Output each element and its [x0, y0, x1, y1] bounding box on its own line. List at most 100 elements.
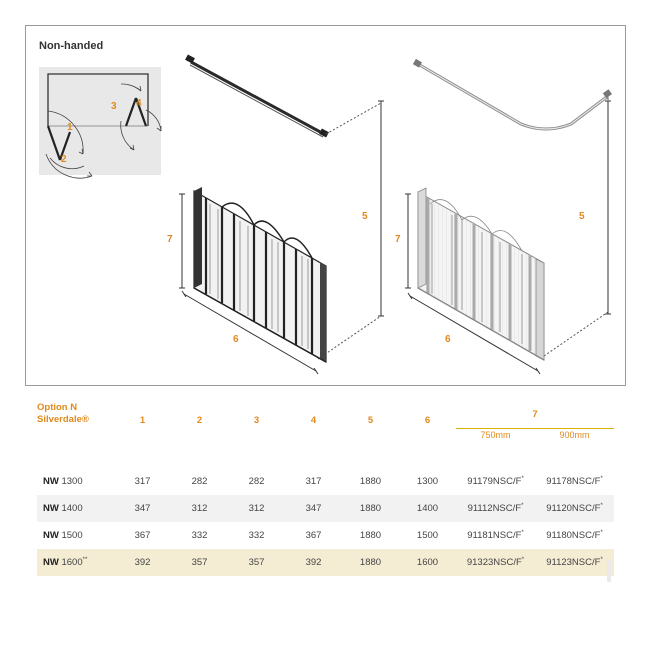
table-row: NW 1300 317 282 282 317 1880 1300 91179N…: [37, 468, 614, 495]
dim-6-cell: 1600: [399, 549, 456, 576]
code-900-cell: 91120NSC/F*: [535, 495, 615, 522]
code-footnote: *: [521, 475, 524, 482]
dim-3-cell: 357: [228, 549, 285, 576]
plan-label-1: 1: [67, 122, 73, 133]
spec-table: Option N Silverdale® 1 2 3 4 5 6 7 750mm…: [37, 400, 615, 576]
dim-1-cell: 392: [114, 549, 171, 576]
code-900: 91180NSC/F: [546, 530, 601, 542]
model-size: 1500: [61, 530, 83, 541]
option-header-line2: Silverdale®: [37, 414, 89, 425]
code-750: 91179NSC/F: [467, 476, 522, 488]
dimension-label-6-left: 6: [233, 334, 239, 345]
straight-shower-rail: [185, 54, 329, 138]
model-series: NW: [43, 530, 59, 541]
dimension-label-7-right: 7: [395, 234, 401, 245]
dim-2-cell: 357: [171, 549, 228, 576]
product-diagram: 1 2 3 4 5: [39, 54, 612, 375]
col-header-1: 1: [139, 415, 146, 426]
dim-4-cell: 347: [285, 495, 342, 522]
col-header-3: 3: [253, 415, 260, 426]
black-frame-assembly: 5: [167, 54, 384, 375]
dim-1-cell: 367: [134, 530, 151, 541]
code-footnote: *: [521, 529, 524, 536]
code-footnote: *: [521, 556, 525, 563]
dim-1-cell: 317: [134, 476, 151, 487]
col-header-7: 7: [456, 400, 615, 429]
dimension-label-7-left: 7: [167, 234, 173, 245]
code-750: 91181NSC/F: [467, 530, 522, 542]
dim-3-cell: 312: [228, 495, 285, 522]
code-900: 91123NSC/F: [546, 557, 601, 569]
option-header-line1: Option N: [37, 402, 78, 413]
white-frame-assembly: 5: [395, 58, 612, 375]
table-row: NW 1400 347 312 312 347 1880 1400 91112N…: [37, 495, 615, 522]
table-row: NW 1600** 392 357 357 392 1880 1600 9132…: [37, 549, 615, 576]
model-size: 1400: [61, 503, 83, 514]
code-900-cell: 91123NSC/F*: [535, 549, 615, 576]
dim-6-cell: 1300: [416, 476, 439, 487]
model-cell: NW 1500: [37, 522, 114, 549]
code-750-cell: 91112NSC/F*: [456, 495, 535, 522]
dim-5-cell: 1880: [359, 530, 382, 541]
dim-2-cell: 332: [191, 530, 208, 541]
dim-6-cell: 1400: [399, 495, 456, 522]
dim-3-cell: 282: [248, 476, 265, 487]
dimension-label-5-left: 5: [362, 211, 368, 222]
code-900: 91120NSC/F: [546, 503, 601, 515]
col-header-4: 4: [310, 415, 317, 426]
model-series: NW: [43, 503, 59, 514]
dimension-label-5-right: 5: [579, 211, 585, 222]
code-750-cell: 91323NSC/F*: [456, 549, 535, 576]
model-cell: NW 1400: [37, 495, 114, 522]
plan-view: 1 2 3 4: [39, 67, 162, 179]
code-900-cell: 91178NSC/F*: [535, 468, 614, 495]
code-footnote: *: [600, 556, 603, 563]
dimension-label-6-right: 6: [445, 334, 451, 345]
dim-5-cell: 1880: [342, 549, 399, 576]
dim-4-cell: 367: [305, 530, 322, 541]
panel-title: Non-handed: [39, 40, 104, 52]
code-footnote: *: [521, 502, 524, 509]
white-bath-screen: [417, 187, 545, 361]
code-900-cell: 91180NSC/F*: [535, 522, 614, 549]
dim-4-cell: 317: [305, 476, 322, 487]
plan-label-2: 2: [61, 154, 67, 165]
model-series: NW: [43, 557, 59, 569]
dim-5-cell: 1880: [342, 495, 399, 522]
table-row: NW 1500 367 332 332 367 1880 1500 91181N…: [37, 522, 614, 549]
dim-1-cell: 347: [114, 495, 171, 522]
dim-2-cell: 282: [191, 476, 208, 487]
code-750: 91323NSC/F: [466, 557, 522, 569]
dim-3-cell: 332: [248, 530, 265, 541]
col-header-5: 5: [367, 415, 374, 426]
black-bath-screen: [193, 187, 327, 364]
scrollbar-track[interactable]: [607, 560, 611, 582]
plan-label-3: 3: [111, 101, 117, 112]
dim-4-cell: 392: [285, 549, 342, 576]
table-header-row: Option N Silverdale® 1 2 3 4 5 6 7: [37, 400, 615, 429]
code-750-cell: 91181NSC/F*: [456, 522, 535, 549]
sub-header-750: 750mm: [480, 430, 511, 440]
model-series: NW: [43, 476, 59, 487]
col-header-2: 2: [196, 415, 203, 426]
dim-6-cell: 1500: [416, 530, 439, 541]
code-footnote: *: [600, 529, 603, 536]
code-footnote: *: [600, 502, 603, 509]
model-footnote: **: [82, 556, 88, 563]
option-header: Option N Silverdale®: [37, 400, 114, 441]
code-footnote: *: [600, 475, 603, 482]
model-size: 1600: [61, 557, 83, 569]
code-900: 91178NSC/F: [546, 476, 601, 488]
col-header-6: 6: [424, 415, 431, 426]
dim-5-cell: 1880: [359, 476, 382, 487]
code-750: 91112NSC/F: [467, 503, 522, 515]
model-size: 1300: [61, 476, 83, 487]
model-cell: NW 1300: [37, 468, 114, 495]
plan-label-4: 4: [136, 98, 142, 109]
sub-header-900: 900mm: [559, 430, 590, 440]
model-cell: NW 1600**: [37, 549, 114, 576]
code-750-cell: 91179NSC/F*: [456, 468, 535, 495]
curved-shower-rail: [412, 58, 612, 131]
dim-2-cell: 312: [171, 495, 228, 522]
diagram-panel: Non-handed: [25, 25, 626, 386]
